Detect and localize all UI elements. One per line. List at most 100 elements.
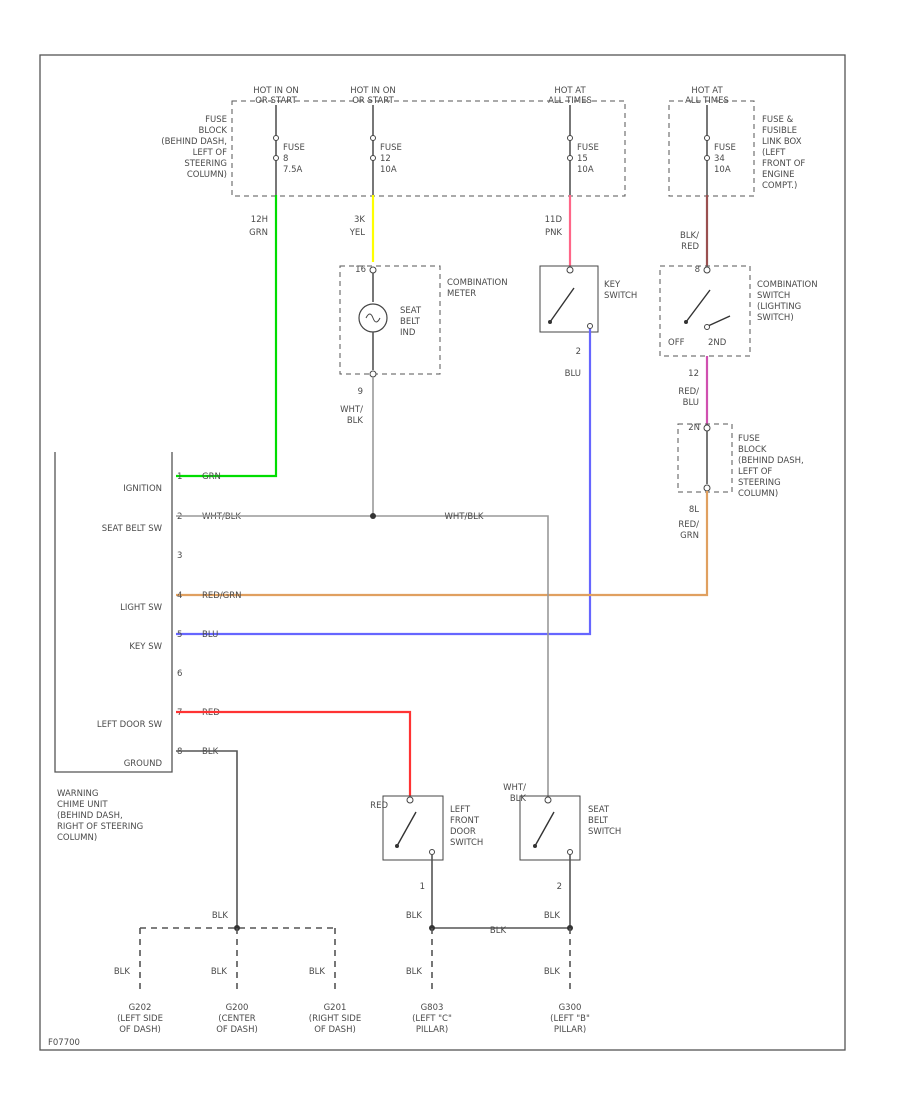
blk-label-belt: BLK	[544, 911, 561, 921]
blk-label-g200: BLK	[211, 967, 228, 977]
chime-label-1: IGNITION	[123, 484, 162, 494]
chime-wire-label-4: RED/GRN	[202, 591, 242, 601]
lamp-filament-icon	[365, 313, 381, 323]
blk-label-g803: BLK	[406, 967, 423, 977]
fuse-block-2-pin-in	[703, 424, 711, 432]
door-switch-contact	[429, 849, 435, 855]
fusible-link-box-outline	[668, 100, 755, 197]
fuse-block-2-pin-out-label: 8L	[689, 505, 699, 515]
chime-wire-label-2: WHT/BLK	[202, 512, 241, 522]
key-switch-blade	[549, 287, 575, 323]
wire-red-grn-label: RED/GRN	[678, 520, 699, 541]
wire-blk-chime-ground	[176, 750, 238, 928]
chime-pin-8: 8	[177, 747, 182, 757]
chime-pin-2: 2	[177, 512, 182, 522]
belt-switch-outline	[519, 795, 581, 861]
blk-label-g300: BLK	[544, 967, 561, 977]
ground-g803: G803(LEFT "C"PILLAR)	[412, 1003, 452, 1035]
combination-meter-outline	[339, 265, 441, 375]
fuse-block-2-pin-out	[703, 484, 711, 492]
wire-red-grn	[176, 491, 709, 597]
door-switch-blade	[396, 811, 417, 847]
blk-label-g202: BLK	[114, 967, 131, 977]
combo-switch-pos-off: OFF	[668, 338, 685, 348]
combo-switch-pin-out: 12	[688, 369, 699, 379]
chime-label-7: LEFT DOOR SW	[97, 720, 163, 730]
meter-pin-out: 9	[358, 387, 363, 397]
wire-grn	[176, 195, 278, 478]
door-switch-pin: 1	[420, 882, 425, 892]
key-switch-pin: 2	[576, 347, 581, 357]
chime-pin-4: 4	[177, 591, 182, 601]
ground-g300: G300(LEFT "B"PILLAR)	[550, 1003, 590, 1035]
wire-wht-blk-meter-label: WHT/BLK	[340, 405, 363, 426]
fuse-block-left-outline	[231, 100, 626, 197]
combo-switch-pin-in-label: 8	[695, 265, 700, 275]
chime-label-5: KEY SW	[129, 642, 162, 652]
door-switch-outline	[382, 795, 444, 861]
combo-switch-blade-1	[685, 289, 711, 323]
meter-pin-in-terminal	[369, 266, 377, 274]
diagram-frame	[39, 54, 846, 1051]
wire-red	[176, 710, 412, 796]
blk-label-g201: BLK	[309, 967, 326, 977]
chime-label-2: SEAT BELT SW	[102, 524, 163, 534]
ground-bus-label: BLK	[490, 926, 507, 936]
combo-switch-pos-2nd: 2ND	[708, 338, 727, 348]
key-switch-contact	[587, 323, 593, 329]
combo-switch-pin-in	[703, 266, 711, 274]
blk-label-chime: BLK	[212, 911, 229, 921]
combo-switch-pivot	[684, 320, 688, 324]
wire-wht-blk-bus	[176, 515, 549, 796]
splice-wht-blk	[370, 513, 376, 519]
meter-pin-out-terminal	[369, 370, 377, 378]
door-switch-pin-top	[406, 796, 414, 804]
wht-blk-bus-label: WHT/BLK	[445, 512, 484, 522]
wire-blu	[176, 329, 592, 636]
door-switch-pivot	[395, 844, 399, 848]
belt-switch-pin: 2	[557, 882, 562, 892]
combination-switch-outline	[659, 265, 751, 357]
belt-switch-contact	[567, 849, 573, 855]
wire-red-blu-label: RED/BLU	[678, 387, 699, 408]
chime-wire-label-8: BLK	[202, 747, 219, 757]
meter-pin-in: 16	[355, 265, 366, 275]
chime-pin-6: 6	[177, 669, 182, 679]
combo-switch-contact	[704, 324, 710, 330]
key-switch-pivot	[548, 320, 552, 324]
belt-switch-pin-top	[544, 796, 552, 804]
chime-wire-label-5: BLU	[202, 630, 218, 640]
chime-wire-label-1: GRN	[202, 472, 221, 482]
footer-code: F07700	[48, 1038, 80, 1048]
blk-label-door: BLK	[406, 911, 423, 921]
belt-switch-pivot	[533, 844, 537, 848]
chime-pin-5: 5	[177, 630, 182, 640]
